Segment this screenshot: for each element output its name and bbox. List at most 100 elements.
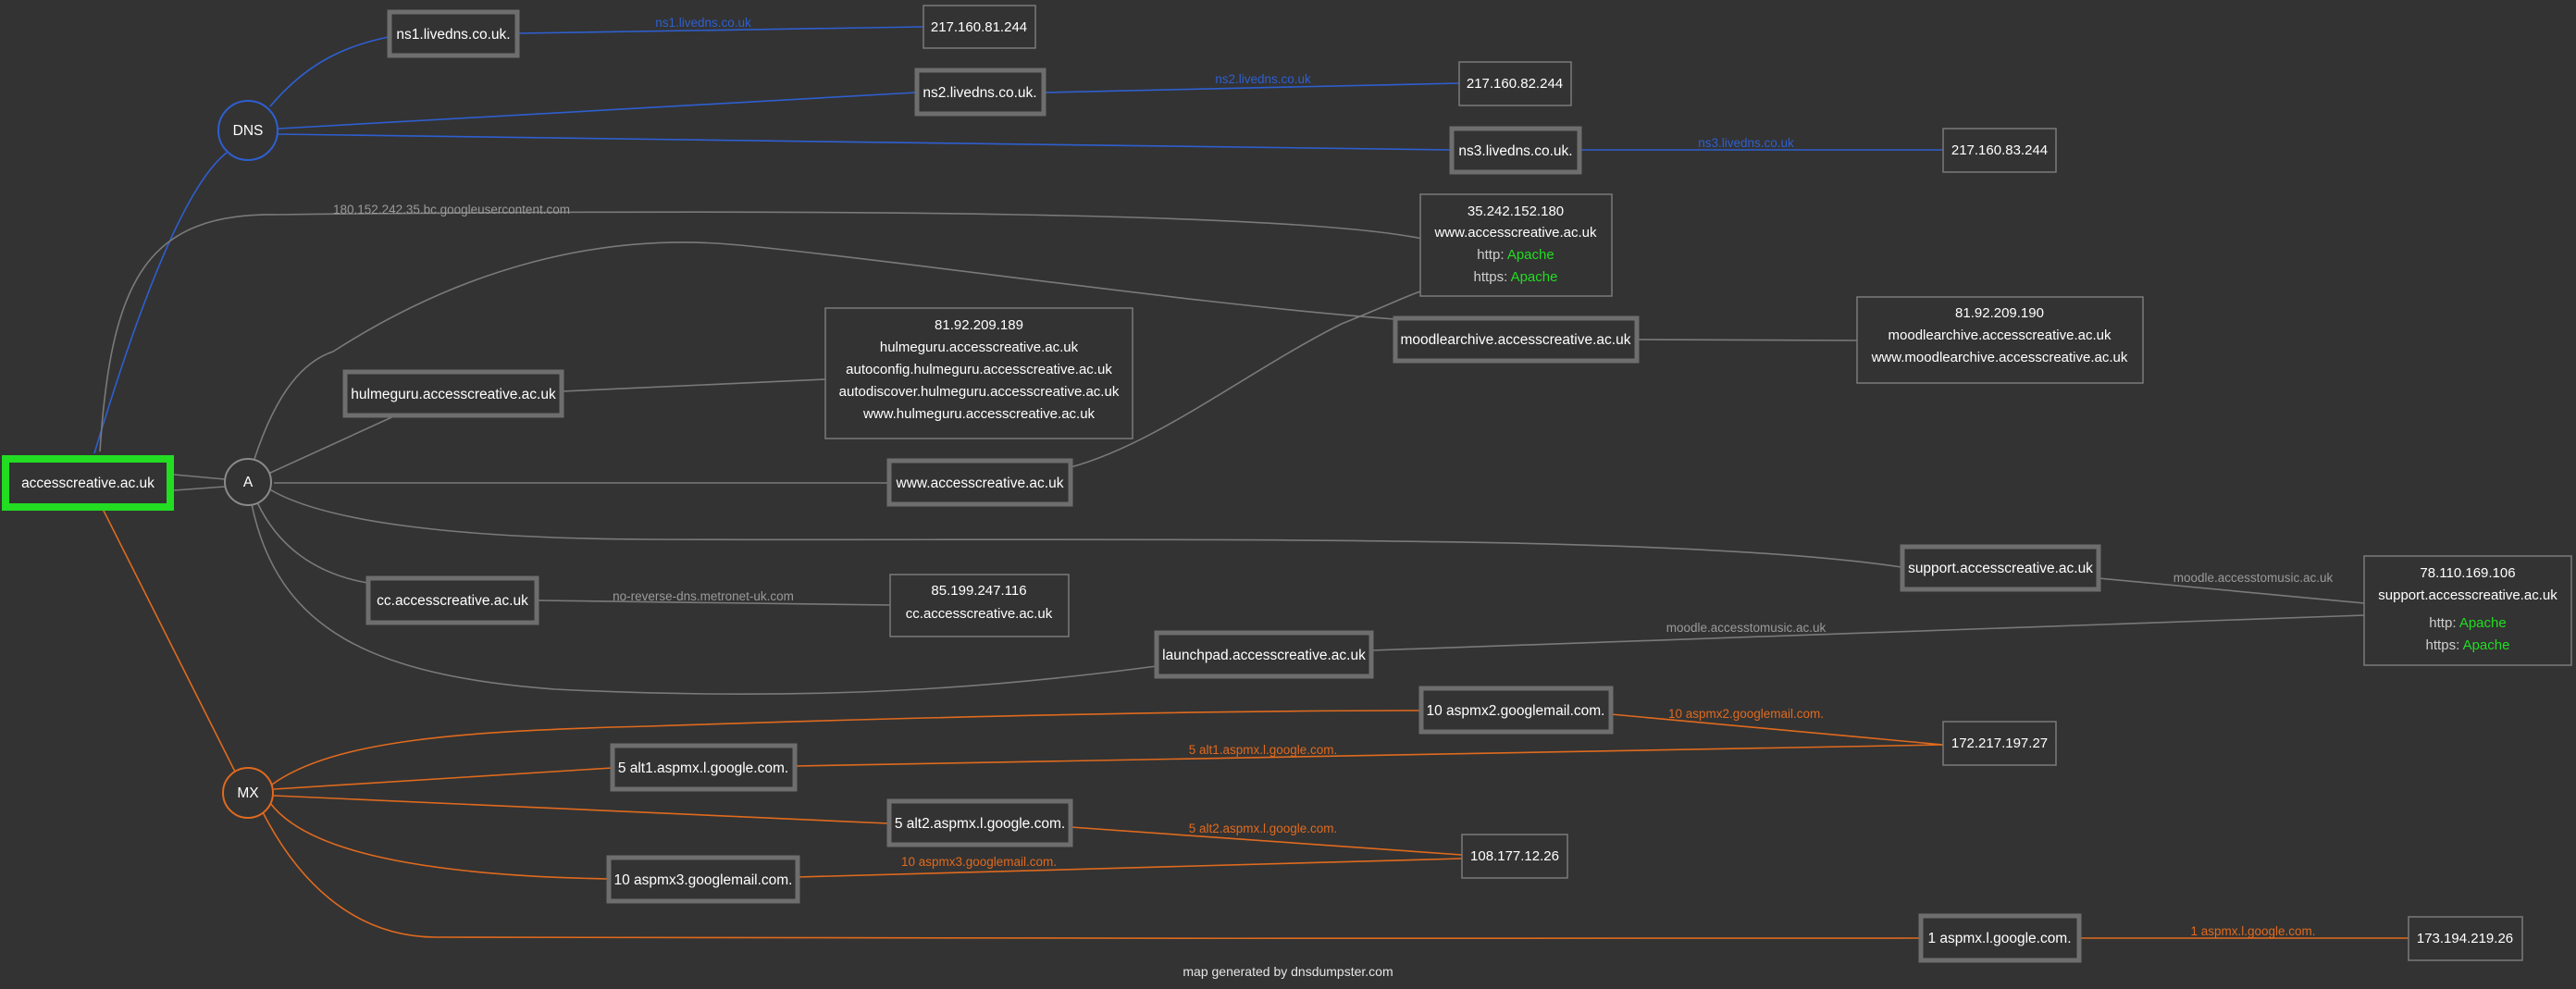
edge-alt2-ip <box>1070 826 1463 856</box>
edge-aspmx3-ip <box>797 858 1463 878</box>
ip-cc-address: 85.199.247.116 <box>931 583 1026 599</box>
edge-label-mx-alt2: 5 alt2.aspmx.l.google.com. <box>1189 822 1338 835</box>
edge-mx-aspmx2 <box>271 710 1421 785</box>
edge-root-dns <box>93 152 228 454</box>
root-domain-label: accesscreative.ac.uk <box>21 476 155 491</box>
ip-www-address: 35.242.152.180 <box>1468 204 1564 219</box>
edge-label-ns3: ns3.livedns.co.uk <box>1698 136 1794 150</box>
host-launchpad-label: launchpad.accesscreative.ac.uk <box>1162 648 1366 663</box>
ip-www-host: www.accesscreative.ac.uk <box>1433 225 1597 241</box>
hub-mx-label: MX <box>237 785 259 801</box>
ip-ns3-node[interactable]: 217.160.83.244 <box>1942 128 2057 173</box>
ip-ns1-node[interactable]: 217.160.81.244 <box>923 5 1036 49</box>
ip-moodle-address: 81.92.209.190 <box>1955 305 2044 321</box>
ip-mx3-node[interactable]: 173.194.219.26 <box>2408 916 2523 961</box>
edge-label-mx-aspmx2: 10 aspmx2.googlemail.com. <box>1668 707 1824 721</box>
host-moodlearchive-node[interactable]: moodlearchive.accesscreative.ac.uk <box>1393 315 1640 364</box>
ip-support-http-label: http: <box>2429 615 2456 631</box>
edge-a-moodlearchive <box>254 241 1396 460</box>
ip-ns2-node[interactable]: 217.160.82.244 <box>1458 61 1572 106</box>
edge-mx-alt2 <box>273 795 889 824</box>
mx-alt1-label: 5 alt1.aspmx.l.google.com. <box>618 760 788 776</box>
ip-hulmeguru-node[interactable]: 81.92.209.189 hulmeguru.accesscreative.a… <box>824 307 1133 439</box>
edge-mx-aspmx <box>260 808 1921 940</box>
host-cc-label: cc.accesscreative.ac.uk <box>377 593 528 609</box>
edge-support-ip <box>2098 577 2365 604</box>
ip-support-address: 78.110.169.106 <box>2420 565 2515 581</box>
edge-root-a <box>173 474 226 480</box>
edge-label-mx-alt1: 5 alt1.aspmx.l.google.com. <box>1189 743 1338 757</box>
edge-a-hulmeguru <box>267 414 399 475</box>
host-ns3-label: ns3.livedns.co.uk. <box>1458 143 1572 159</box>
edge-a-cc <box>256 501 368 584</box>
root-domain-node[interactable]: accesscreative.ac.uk <box>2 455 174 511</box>
ip-mx2-node[interactable]: 108.177.12.26 <box>1461 834 1568 879</box>
host-launchpad-node[interactable]: launchpad.accesscreative.ac.uk <box>1154 630 1374 679</box>
ip-ns2-address: 217.160.82.244 <box>1467 76 1563 92</box>
ip-www-http: http: Apache <box>1477 247 1554 263</box>
edge-label-mx-aspmx3: 10 aspmx3.googlemail.com. <box>901 855 1057 869</box>
edge-a-launchpad <box>251 503 1158 696</box>
ip-www-node[interactable]: 35.242.152.180 www.accesscreative.ac.uk … <box>1419 193 1613 297</box>
edge-label-cc-rdns: no-reverse-dns.metronet-uk.com <box>613 589 794 603</box>
edge-aspmx2-ip <box>1610 713 1944 746</box>
ip-support-http-value: Apache <box>2459 615 2507 631</box>
footer-credit: map generated by dnsdumpster.com <box>1183 964 1393 979</box>
ip-hulme-address: 81.92.209.189 <box>935 317 1023 333</box>
edge-a-support <box>267 488 1902 568</box>
ip-support-https-value: Apache <box>2463 637 2510 653</box>
mx-aspmx-label: 1 aspmx.l.google.com. <box>1927 931 2071 946</box>
ip-ns3-address: 217.160.83.244 <box>1951 142 2048 158</box>
ip-cc-node[interactable]: 85.199.247.116 cc.accesscreative.ac.uk <box>889 574 1070 637</box>
edge-alt1-ip <box>795 744 1944 767</box>
mx-aspmx3-node[interactable]: 10 aspmx3.googlemail.com. <box>606 855 800 904</box>
edge-mx-aspmx3 <box>269 802 609 880</box>
ip-ns1-address: 217.160.81.244 <box>931 19 1027 35</box>
edge-label-support-rdns: moodle.accesstomusic.ac.uk <box>2174 571 2334 585</box>
mx-aspmx2-node[interactable]: 10 aspmx2.googlemail.com. <box>1418 686 1614 735</box>
hub-a[interactable]: A <box>224 458 272 506</box>
ip-hulme-host1: hulmeguru.accesscreative.ac.uk <box>880 340 1079 355</box>
edge-ns2-ip <box>1043 82 1460 93</box>
ip-moodle-node[interactable]: 81.92.209.190 moodlearchive.accesscreati… <box>1856 296 2144 384</box>
ip-mx2-address: 108.177.12.26 <box>1470 848 1559 864</box>
host-www-node[interactable]: www.accesscreative.ac.uk <box>886 458 1073 507</box>
host-support-node[interactable]: support.accesscreative.ac.uk <box>1900 544 2101 592</box>
host-ns2-label: ns2.livedns.co.uk. <box>923 85 1036 101</box>
host-ns2-node[interactable]: ns2.livedns.co.uk. <box>914 68 1046 117</box>
mx-aspmx3-label: 10 aspmx3.googlemail.com. <box>614 872 793 888</box>
hub-a-label: A <box>243 475 254 490</box>
ip-mx1-node[interactable]: 172.217.197.27 <box>1942 721 2057 766</box>
host-www-label: www.accesscreative.ac.uk <box>896 476 1064 491</box>
hub-dns[interactable]: DNS <box>217 100 279 161</box>
mx-alt1-node[interactable]: 5 alt1.aspmx.l.google.com. <box>610 743 798 792</box>
edge-hulmeguru-ip <box>561 378 826 392</box>
mx-alt2-node[interactable]: 5 alt2.aspmx.l.google.com. <box>886 798 1073 847</box>
edge-launchpad-ip <box>1370 614 2365 651</box>
ip-support-http: http: Apache <box>2429 615 2506 631</box>
ip-support-node[interactable]: 78.110.169.106 support.accesscreative.ac… <box>2363 555 2572 666</box>
edge-cc-ip <box>536 600 891 606</box>
edge-mx-alt1 <box>273 767 613 790</box>
edge-label-launchpad-rdns: moodle.accesstomusic.ac.uk <box>1666 621 1827 635</box>
mx-alt2-label: 5 alt2.aspmx.l.google.com. <box>895 816 1065 832</box>
ip-support-https: https: Apache <box>2426 637 2510 653</box>
ip-support-host: support.accesscreative.ac.uk <box>2378 587 2557 603</box>
edge-label-ns1: ns1.livedns.co.uk <box>655 16 751 30</box>
edge-root-a-2 <box>173 486 226 491</box>
ip-moodle-host1: moodlearchive.accesscreative.ac.uk <box>1889 328 2112 343</box>
host-ns1-node[interactable]: ns1.livedns.co.uk. <box>387 9 520 58</box>
mx-aspmx2-label: 10 aspmx2.googlemail.com. <box>1427 703 1605 719</box>
ip-moodle-host2: www.moodlearchive.accesscreative.ac.uk <box>1871 350 2128 365</box>
ip-www-http-label: http: <box>1477 247 1504 263</box>
hub-dns-label: DNS <box>233 123 264 139</box>
hub-mx[interactable]: MX <box>222 767 274 819</box>
edge-www-ip <box>1070 291 1421 468</box>
edge-dns-ns1 <box>269 36 390 107</box>
ip-support-https-label: https: <box>2426 637 2460 653</box>
mx-aspmx-node[interactable]: 1 aspmx.l.google.com. <box>1918 913 2082 963</box>
host-ns3-node[interactable]: ns3.livedns.co.uk. <box>1449 126 1582 175</box>
host-hulmeguru-node[interactable]: hulmeguru.accesscreative.ac.uk <box>342 369 564 418</box>
host-cc-node[interactable]: cc.accesscreative.ac.uk <box>365 575 539 625</box>
